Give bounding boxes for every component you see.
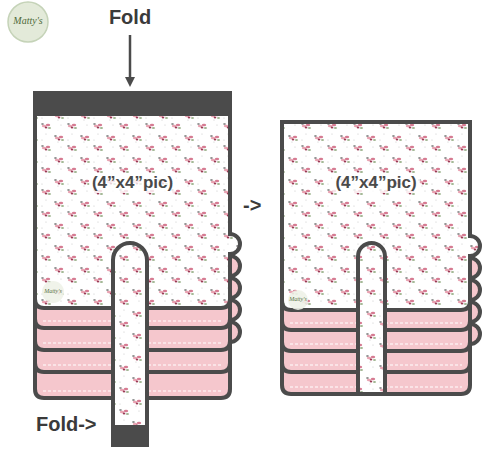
tab-strip	[113, 243, 147, 445]
tab-strip	[358, 243, 385, 394]
picture-panel: (4”x4”pic)	[38, 121, 227, 305]
logo-text: Matty's	[8, 15, 48, 26]
tab-fold-end	[111, 425, 149, 447]
size-note: (4”x4”pic)	[89, 173, 176, 193]
fold-label: Fold->	[36, 413, 97, 435]
picture-panel: (4”x4”pic)	[285, 125, 467, 307]
folded-fabric-stack	[33, 91, 240, 447]
watermark: Matty's	[42, 288, 64, 295]
step-arrow: ->	[243, 194, 261, 216]
watermark: Matty's	[288, 296, 308, 303]
size-note: (4”x4”pic)	[332, 173, 419, 193]
watermark-disc	[288, 290, 308, 310]
logo-disc	[8, 2, 48, 42]
pink-layer	[282, 122, 480, 394]
watermark-disc	[42, 281, 64, 303]
folded-fabric-stack	[282, 122, 480, 394]
fold-band	[33, 91, 232, 116]
fold-label: Fold	[105, 6, 155, 28]
fold-arrow	[129, 35, 132, 82]
